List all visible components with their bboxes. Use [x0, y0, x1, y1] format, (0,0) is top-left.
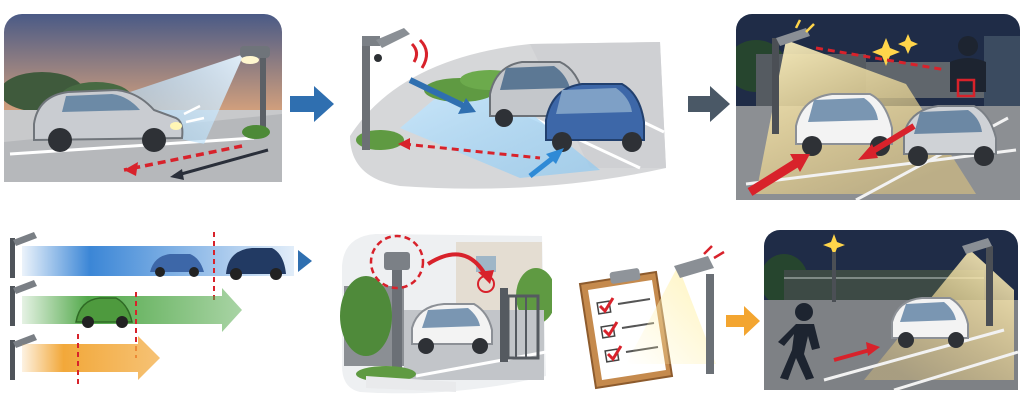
motion-sensor-light-icon	[10, 334, 37, 380]
security-camera-icon	[384, 252, 410, 270]
panel-camera-gate	[336, 226, 552, 398]
motion-sensor-light-icon	[240, 46, 270, 58]
car-icon	[150, 254, 204, 277]
motion-sensor-light-icon	[10, 280, 37, 326]
car-icon	[891, 297, 969, 348]
panel-sensor-parking	[340, 18, 670, 190]
path-red	[123, 144, 243, 172]
panel-intruder-night	[736, 14, 1020, 200]
light-pole	[260, 54, 266, 134]
sparkle-icon	[823, 234, 845, 256]
light-pole	[772, 38, 779, 134]
car-icon	[903, 105, 997, 166]
panel-detection-range-bars	[4, 228, 324, 388]
security-camera-icon	[374, 54, 382, 62]
detection-waves	[410, 38, 428, 69]
car-icon	[545, 83, 645, 152]
motion-sensor-light-icon	[10, 232, 37, 278]
car-icon	[75, 297, 133, 328]
car-icon	[226, 248, 286, 280]
sparkle-icon	[872, 34, 918, 66]
walking-person-icon	[778, 303, 820, 380]
range-bar-orange	[22, 336, 160, 380]
light-pole	[986, 246, 993, 326]
car-icon	[33, 88, 184, 152]
panel-installation-checklist	[566, 244, 732, 392]
motion-sensor-light-icon	[674, 256, 714, 278]
motion-sensor-light-icon	[776, 28, 810, 46]
step-arrow-2	[688, 86, 730, 126]
panel-pedestrian-night	[764, 230, 1018, 390]
light-pole	[362, 40, 370, 150]
panel-car-detected-dusk	[4, 14, 282, 182]
step-arrow-1	[290, 86, 334, 126]
light-pole	[706, 274, 714, 374]
step-arrow-3	[726, 306, 760, 340]
motion-sensor-light-icon	[376, 28, 410, 48]
car-icon	[411, 303, 493, 354]
motion-sensor-light-icon	[962, 238, 992, 254]
light-pole	[392, 266, 402, 370]
range-bar-green	[22, 288, 242, 332]
